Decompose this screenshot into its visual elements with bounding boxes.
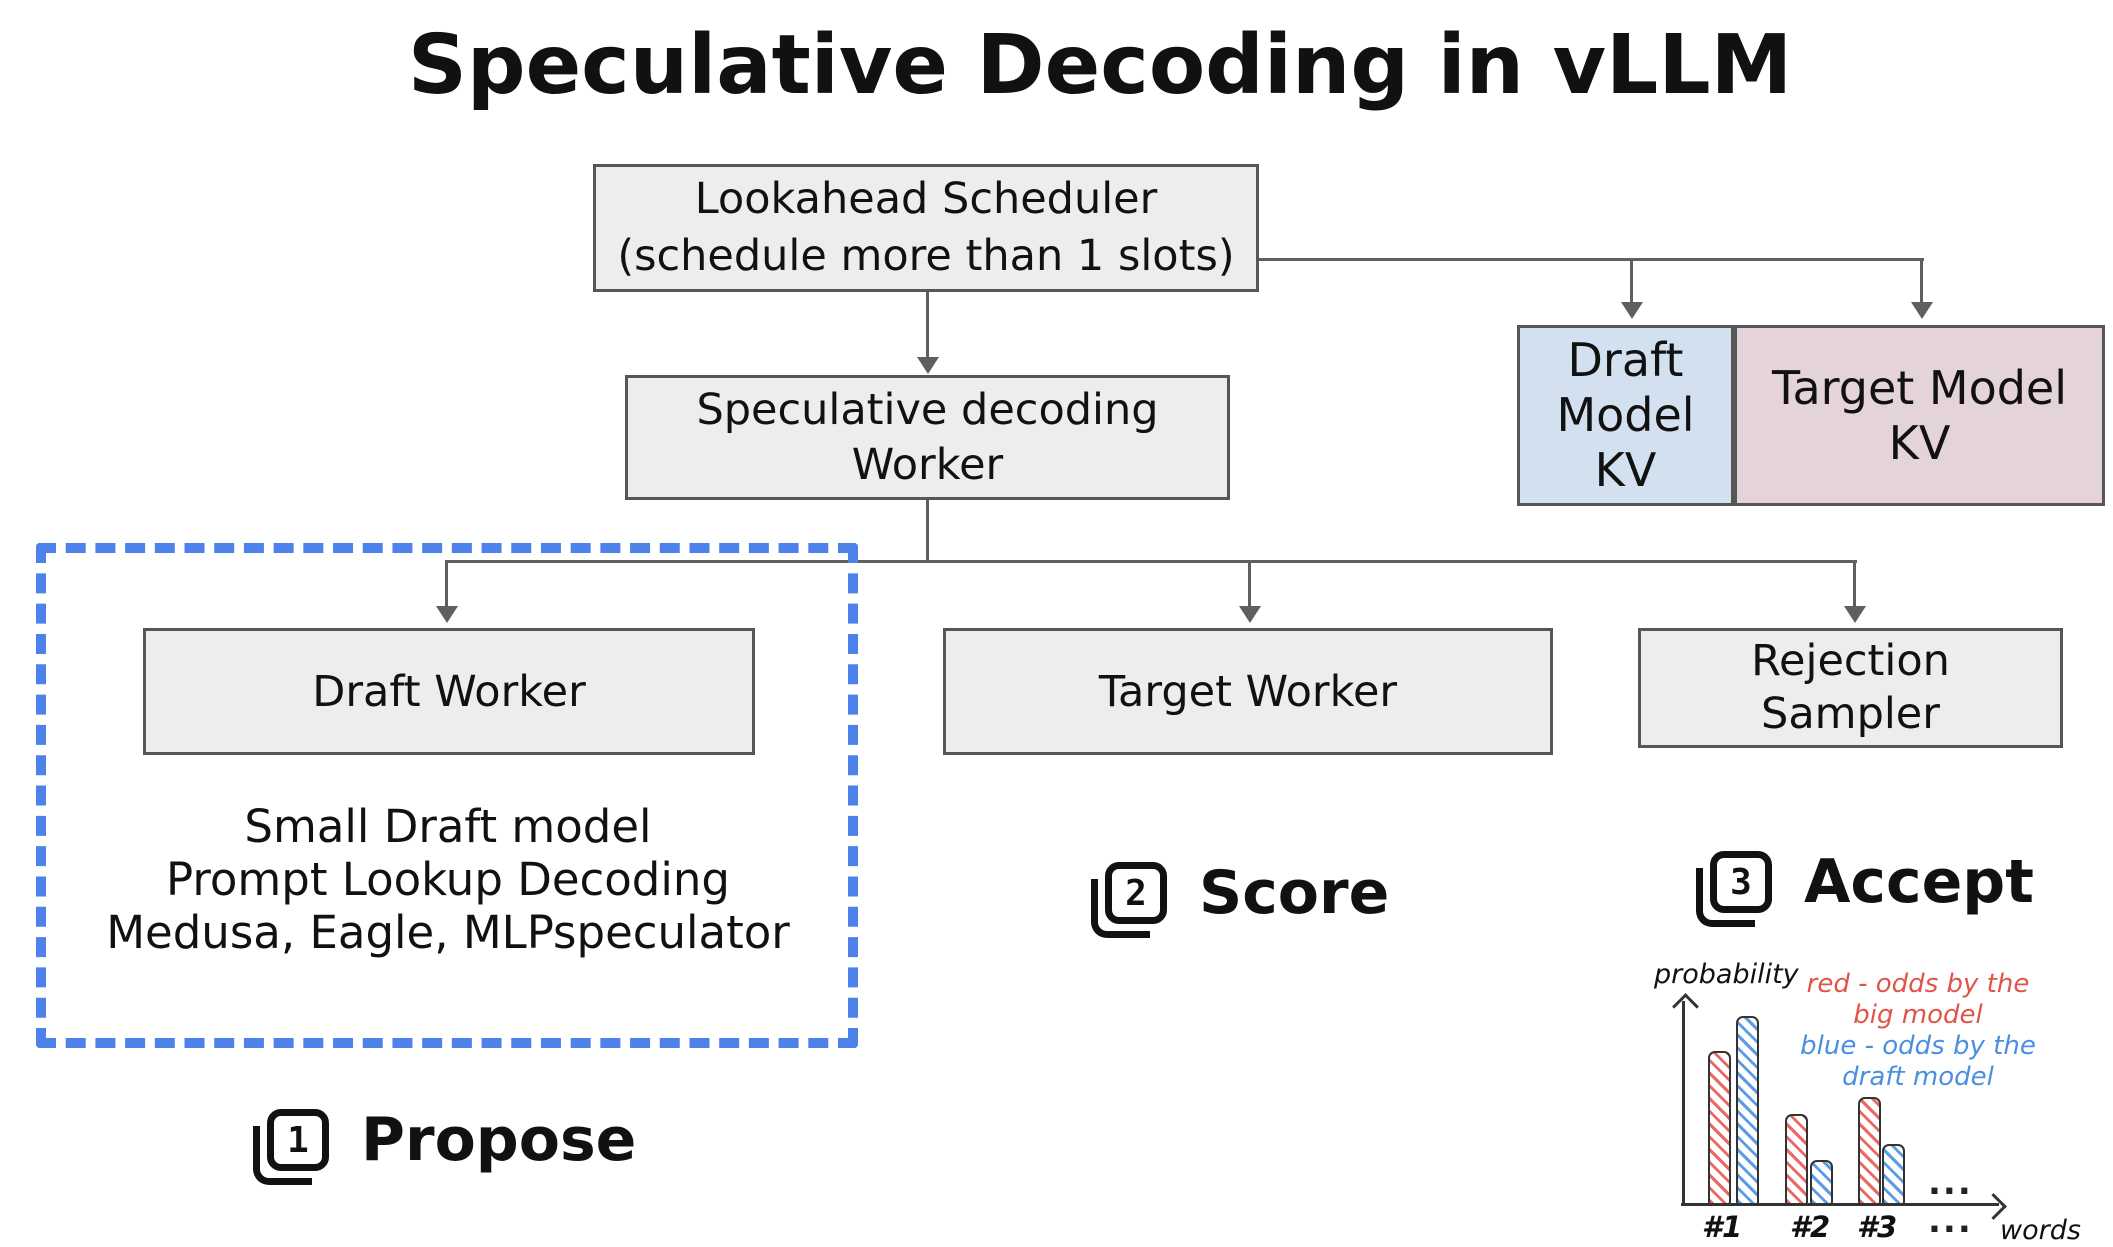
- target-model-kv-line2: KV: [1888, 415, 1951, 470]
- chart-ellipsis-lower: ...: [1928, 1201, 1973, 1241]
- arrowhead-target-kv: [1911, 302, 1933, 319]
- draft-model-kv-box: Draft Model KV: [1517, 325, 1734, 506]
- arrowhead-target-worker: [1239, 606, 1261, 623]
- propose-dashed-region: [36, 543, 858, 1048]
- filter-1-icon: 1: [253, 1109, 329, 1185]
- speculative-decoding-worker-box: Speculative decoding Worker: [625, 375, 1230, 500]
- connector-lookahead-to-kv-rail: [1259, 258, 1924, 261]
- step-score-number: 2: [1125, 872, 1147, 914]
- filter-3-icon: 3: [1696, 851, 1772, 927]
- chart-legend-red-line1: red - odds by the: [1806, 969, 2030, 999]
- chart-legend-blue: blue - odds by the draft model: [1798, 1031, 2038, 1093]
- filter-2-icon: 2: [1091, 862, 1167, 938]
- draft-worker-label: Draft Worker: [312, 666, 586, 717]
- draft-methods-line3: Medusa, Eagle, MLPspeculator: [106, 906, 790, 959]
- target-worker-label: Target Worker: [1098, 666, 1398, 717]
- arrowhead-draft-worker: [436, 606, 458, 623]
- lookahead-scheduler-line2: (schedule more than 1 slots): [617, 231, 1235, 281]
- chart-category-1: #1: [1701, 1210, 1743, 1244]
- chart-legend-red: red - odds by the big model: [1798, 969, 2038, 1031]
- rejection-sampler-line2: Sampler: [1761, 689, 1940, 739]
- bar-red-1: [1708, 1051, 1731, 1205]
- target-model-kv-box: Target Model KV: [1734, 325, 2105, 506]
- bar-red-2: [1785, 1114, 1808, 1205]
- chart-x-axis-label: words: [2000, 1215, 2081, 1246]
- connector-children-rail: [447, 560, 1857, 563]
- connector-specworker-to-rail: [926, 500, 929, 562]
- step-accept-number: 3: [1730, 861, 1752, 903]
- speculative-decoding-worker-line2: Worker: [851, 439, 1004, 490]
- connector-drop-target-kv: [1920, 258, 1923, 304]
- chart-legend-blue-line1: blue - odds by the: [1800, 1031, 2036, 1061]
- chart-x-axis: [1681, 1203, 1999, 1206]
- step-score: 2 Score: [1091, 858, 1390, 938]
- chart-category-2: #2: [1789, 1210, 1831, 1244]
- draft-model-kv-line1: Draft: [1567, 333, 1684, 387]
- probability-chart: probability #1 #2 #3 ... ... words red -…: [1640, 953, 2105, 1247]
- step-propose: 1 Propose: [253, 1105, 637, 1185]
- speculative-decoding-worker-line1: Speculative decoding: [696, 384, 1159, 435]
- draft-model-kv-line2: Model: [1556, 388, 1695, 442]
- lookahead-scheduler-line1: Lookahead Scheduler: [694, 174, 1158, 224]
- chart-legend-red-line2: big model: [1853, 1000, 1983, 1030]
- chart-ellipsis-upper: ...: [1928, 1163, 1973, 1203]
- arrowhead-rejection-sampler: [1844, 606, 1866, 623]
- draft-methods-line2: Prompt Lookup Decoding: [166, 853, 730, 906]
- step-accept: 3 Accept: [1696, 847, 2034, 927]
- chart-y-axis-arrow-icon: [1672, 993, 1699, 1020]
- bar-blue-1: [1736, 1016, 1759, 1205]
- connector-drop-draft-worker: [445, 560, 448, 608]
- step-propose-label: Propose: [361, 1105, 637, 1175]
- step-accept-label: Accept: [1804, 847, 2034, 917]
- bar-blue-3: [1882, 1144, 1905, 1205]
- chart-y-axis-label: probability: [1654, 959, 1799, 990]
- draft-methods-text: Small Draft model Prompt Lookup Decoding…: [95, 800, 801, 959]
- chart-legend-blue-line2: draft model: [1842, 1062, 1994, 1092]
- connector-lookahead-to-specworker: [926, 292, 929, 358]
- page-title: Speculative Decoding in vLLM: [407, 18, 1793, 113]
- step-propose-number: 1: [287, 1119, 309, 1161]
- bar-red-3: [1858, 1097, 1881, 1205]
- target-worker-box: Target Worker: [943, 628, 1553, 755]
- connector-drop-target-worker: [1248, 560, 1251, 608]
- target-model-kv-line1: Target Model: [1771, 360, 2068, 415]
- arrowhead-specworker: [917, 357, 939, 374]
- draft-methods-line1: Small Draft model: [244, 800, 652, 853]
- chart-category-3: #3: [1856, 1210, 1898, 1244]
- rejection-sampler-box: Rejection Sampler: [1638, 628, 2063, 748]
- rejection-sampler-line1: Rejection: [1751, 636, 1950, 686]
- arrowhead-draft-kv: [1621, 302, 1643, 319]
- chart-y-axis: [1682, 1001, 1685, 1205]
- connector-drop-rejection-sampler: [1853, 560, 1856, 608]
- bar-blue-2: [1810, 1160, 1833, 1205]
- draft-model-kv-line3: KV: [1594, 443, 1657, 497]
- step-score-label: Score: [1199, 858, 1390, 928]
- connector-drop-draft-kv: [1630, 258, 1633, 304]
- draft-worker-box: Draft Worker: [143, 628, 755, 755]
- lookahead-scheduler-box: Lookahead Scheduler (schedule more than …: [593, 164, 1259, 292]
